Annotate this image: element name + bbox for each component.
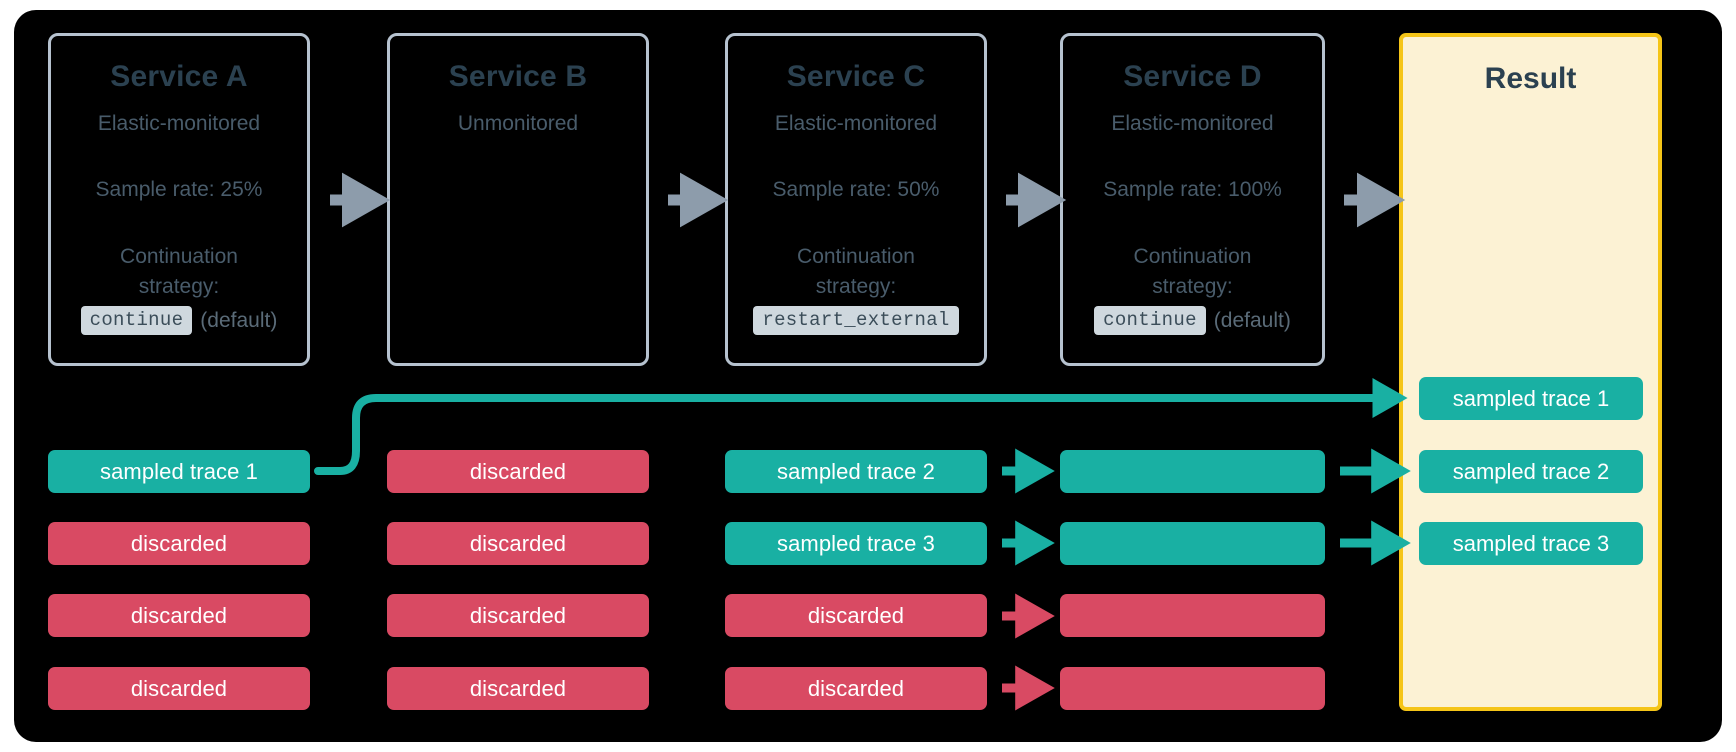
result-chip: sampled trace 1 [1419,377,1643,420]
service-panel-d: Service D Elastic-monitored Sample rate:… [1060,33,1325,366]
trace-chip-label: sampled trace 2 [776,458,936,484]
result-chip: sampled trace 3 [1419,522,1643,565]
trace-chip: discarded [387,522,649,565]
trace-chip [1060,450,1325,493]
service-continuation-line: restart_external [728,306,984,335]
service-monitoring: Elastic-monitored [1111,112,1274,135]
trace-chip-label: discarded [130,530,228,556]
trace-chip-label: discarded [469,458,567,484]
trace-chip-label: discarded [469,675,567,701]
trace-chip [1060,522,1325,565]
trace-chip-label: discarded [807,602,905,628]
service-panel-c: Service C Elastic-monitored Sample rate:… [725,33,987,366]
trace-chip-label: sampled trace 1 [99,458,259,484]
continuation-strategy-code: continue [1094,306,1206,335]
trace-chip-label: discarded [469,530,567,556]
result-chip-label: sampled trace 3 [1452,530,1610,556]
service-title: Service A [110,60,248,93]
trace-chip: discarded [48,594,310,637]
trace-chip: sampled trace 3 [725,522,987,565]
service-title: Service D [1123,60,1262,93]
result-chip-label: sampled trace 2 [1452,458,1610,484]
trace-chip: discarded [387,594,649,637]
trace-chip-label: discarded [130,602,228,628]
service-monitoring: Unmonitored [457,112,579,135]
trace-chip: discarded [48,667,310,710]
service-sample-rate: Sample rate: 100% [1103,178,1282,201]
trace-chip-label: discarded [130,675,228,701]
trace-chip: discarded [387,450,649,493]
trace-chip [1060,667,1325,710]
trace-chip: sampled trace 1 [48,450,310,493]
trace-chip: sampled trace 2 [725,450,987,493]
trace-chip-label: sampled trace 3 [776,530,936,556]
continuation-strategy-code: continue [80,306,193,335]
service-sample-rate: Sample rate: 25% [95,178,263,201]
service-title: Service C [786,60,926,93]
continuation-default-note: (default) [200,308,278,332]
trace-chip: discarded [48,522,310,565]
continuation-default-note: (default) [1213,308,1291,332]
trace-chip: discarded [725,667,987,710]
service-sample-rate: Sample rate: 50% [772,178,940,201]
result-chip-label: sampled trace 1 [1452,385,1610,411]
trace-chip [1060,594,1325,637]
continuation-strategy-code: restart_external [753,306,959,335]
service-panel-b: Service B Unmonitored [387,33,649,366]
service-title: Service B [448,60,588,93]
result-chip: sampled trace 2 [1419,450,1643,493]
service-continuation-line: continue (default) [1063,306,1322,335]
trace-chip-label: discarded [807,675,905,701]
service-panel-a: Service A Elastic-monitored Sample rate:… [48,33,310,366]
trace-chip: discarded [725,594,987,637]
service-monitoring: Elastic-monitored [774,112,938,135]
result-title: Result [1484,62,1577,95]
result-panel [1399,33,1662,711]
service-monitoring: Elastic-monitored [97,112,261,135]
trace-chip-label: discarded [469,602,567,628]
service-continuation-line: continue (default) [51,306,307,335]
trace-chip: discarded [387,667,649,710]
